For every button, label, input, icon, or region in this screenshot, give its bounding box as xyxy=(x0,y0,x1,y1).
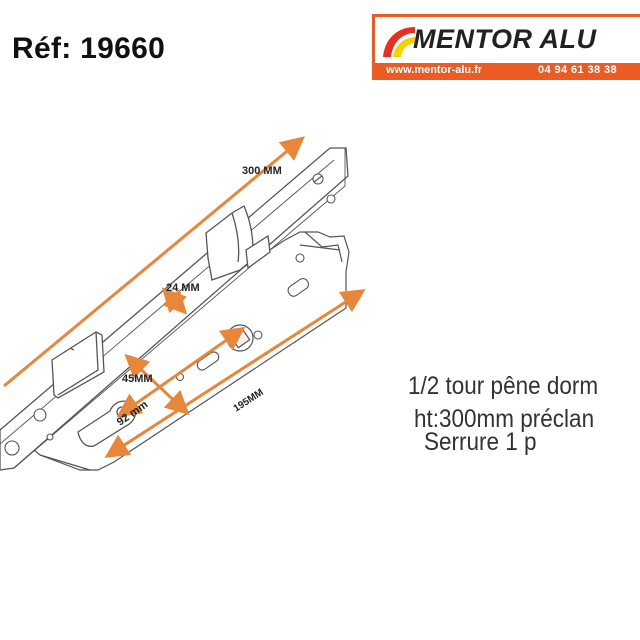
faceplate-length-arrow xyxy=(3,136,305,388)
logo-brand-name: MENTOR ALU xyxy=(413,24,597,54)
faceplate-screws xyxy=(4,173,336,456)
description-line-2: ht:300mm préclan xyxy=(414,405,595,433)
center-distance-arrow xyxy=(116,326,246,418)
description-line-3: Serrure 1 p xyxy=(424,428,537,456)
logo-inner-panel: MENTOR ALU xyxy=(375,17,640,63)
faceplate-length-label: 300 MM xyxy=(242,165,282,177)
logo-phone: 04 94 61 38 38 xyxy=(538,64,618,76)
swoosh-icon xyxy=(383,27,415,57)
backset-arrow xyxy=(161,287,188,315)
logo-website: www.mentor-alu.fr xyxy=(386,64,483,76)
mentor-alu-logo: MENTOR ALU www.mentor-alu.fr 04 94 61 38… xyxy=(372,14,640,80)
reference-title: Réf: 19660 xyxy=(12,32,166,65)
dead-bolt xyxy=(51,331,105,399)
backset-label: 24 MM xyxy=(166,282,200,294)
description-line-1: 1/2 tour pêne dorm xyxy=(408,372,599,400)
dimension-arrows xyxy=(3,136,366,458)
screw-icon xyxy=(33,408,47,422)
latch-bolt xyxy=(205,205,271,281)
axis-label: 45MM xyxy=(122,373,153,385)
case-length-label: 195MM xyxy=(232,387,266,414)
